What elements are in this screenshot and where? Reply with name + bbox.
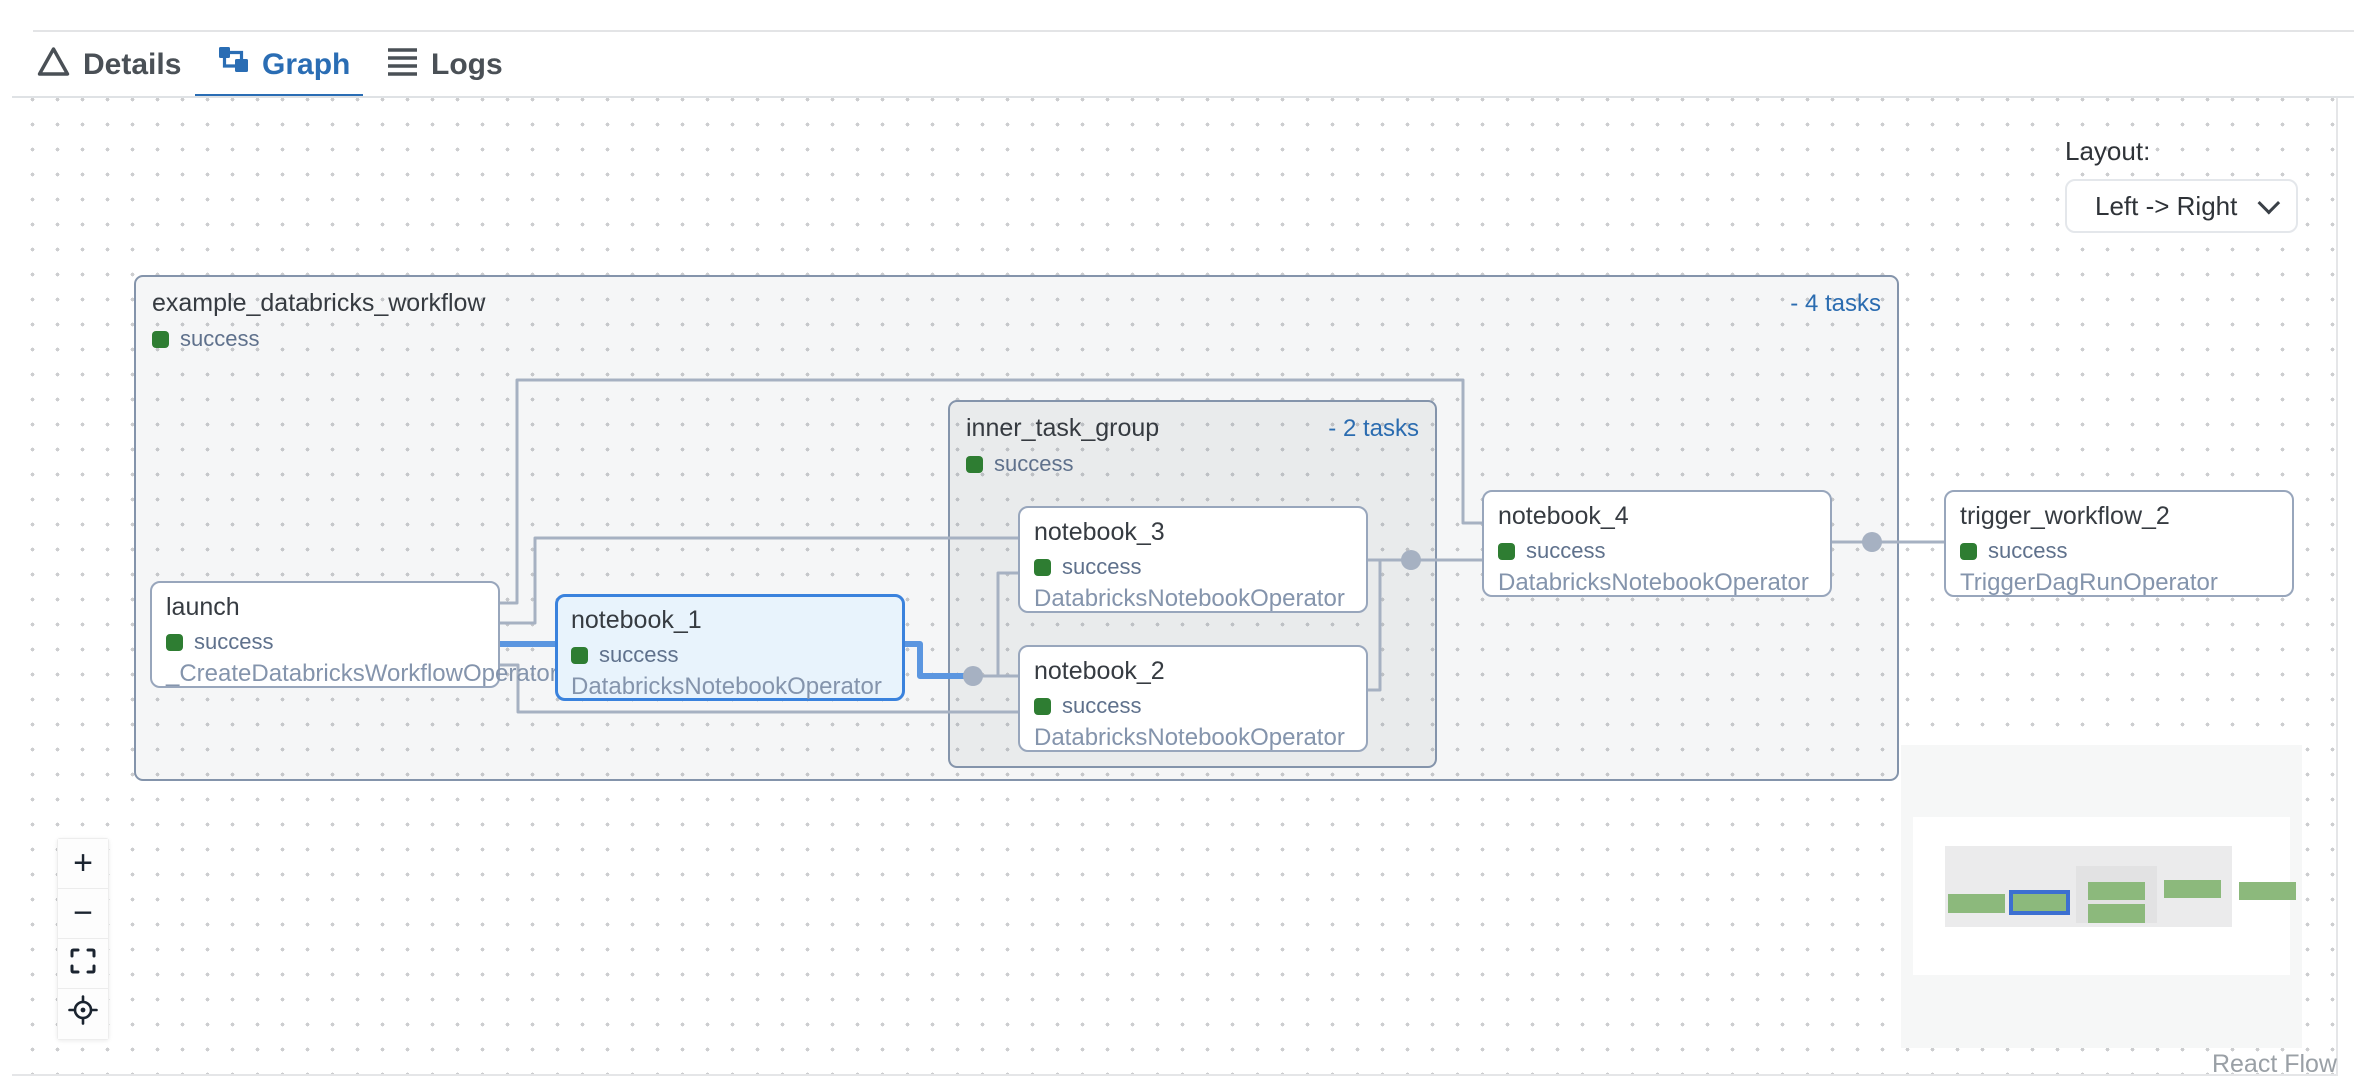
task-node-launch[interactable]: launch success _CreateDatabricksWorkflow… xyxy=(150,581,558,688)
task-node-trigger_workflow_2[interactable]: trigger_workflow_2 success TriggerDagRun… xyxy=(1944,490,2294,597)
tab-logs[interactable]: Logs xyxy=(387,38,503,92)
layout-label: Layout: xyxy=(2065,136,2151,166)
success-status-icon xyxy=(1960,542,1977,560)
graph-canvas[interactable]: Layout: Left -> Right example_databricks… xyxy=(12,98,2338,1078)
minimap-node-launch xyxy=(1948,894,2005,913)
task-operator: DatabricksNotebookOperator xyxy=(571,673,882,700)
tab-label: Graph xyxy=(262,48,351,81)
layout-panel: Layout: Left -> Right xyxy=(2065,136,2311,233)
group-title: inner_task_group xyxy=(966,414,1160,442)
task-status: success xyxy=(1988,538,2068,563)
minimap-node-trigger_workflow_2 xyxy=(2239,882,2296,900)
minimap-node-notebook_4 xyxy=(2164,880,2221,898)
success-status-icon xyxy=(1498,542,1515,560)
task-title: notebook_1 xyxy=(571,606,702,634)
task-status: success xyxy=(1062,554,1142,579)
group-title: example_databricks_workflow xyxy=(152,289,486,317)
fit-view-button[interactable] xyxy=(58,939,108,989)
fit-view-icon xyxy=(70,944,96,983)
group-status: success xyxy=(180,326,260,351)
task-title: launch xyxy=(166,593,240,621)
react-flow-attribution: React Flow xyxy=(2211,1050,2337,1078)
task-node-notebook_4[interactable]: notebook_4 success DatabricksNotebookOpe… xyxy=(1482,490,1832,597)
success-status-icon xyxy=(966,455,983,473)
focus-button[interactable] xyxy=(58,989,108,1039)
task-node-notebook_2[interactable]: notebook_2 success DatabricksNotebookOpe… xyxy=(1018,645,1368,752)
top-divider xyxy=(33,30,2354,32)
task-status: success xyxy=(599,642,679,667)
task-operator: DatabricksNotebookOperator xyxy=(1498,569,1809,596)
task-title: notebook_2 xyxy=(1034,657,1165,685)
task-title: notebook_3 xyxy=(1034,518,1165,546)
task-node-notebook_1[interactable]: notebook_1 success DatabricksNotebookOpe… xyxy=(555,594,905,701)
task-operator: _CreateDatabricksWorkflowOperator xyxy=(166,660,558,687)
chevron-down-icon xyxy=(2257,191,2281,215)
success-status-icon xyxy=(1034,558,1051,576)
tabbar-divider xyxy=(12,96,2354,98)
focus-crosshair-icon xyxy=(68,994,98,1034)
task-title: trigger_workflow_2 xyxy=(1960,502,2170,530)
canvas-controls: + − xyxy=(57,838,109,1040)
minimap[interactable] xyxy=(1901,745,2302,1048)
tab-graph[interactable]: Graph xyxy=(218,38,350,92)
tab-label: Details xyxy=(83,48,182,81)
graph-icon xyxy=(218,46,249,85)
task-title: notebook_4 xyxy=(1498,502,1629,530)
minimap-node-notebook_2 xyxy=(2088,904,2145,923)
plus-icon: + xyxy=(73,844,93,882)
layout-direction-select[interactable]: Left -> Right xyxy=(2065,179,2298,233)
tab-label: Logs xyxy=(431,48,503,81)
warning-triangle-icon xyxy=(37,46,70,85)
success-status-icon xyxy=(152,330,169,348)
task-operator: DatabricksNotebookOperator xyxy=(1034,585,1345,612)
tab-details[interactable]: Details xyxy=(37,38,181,92)
group-status: success xyxy=(994,451,1074,476)
group-collapse-toggle[interactable]: - 4 tasks xyxy=(1790,290,1881,317)
minimap-node-notebook_3 xyxy=(2088,882,2145,900)
layout-selected-value: Left -> Right xyxy=(2095,190,2238,221)
task-operator: DatabricksNotebookOperator xyxy=(1034,724,1345,751)
task-status: success xyxy=(194,629,274,654)
minus-icon: − xyxy=(73,894,93,932)
success-status-icon xyxy=(166,633,183,651)
zoom-in-button[interactable]: + xyxy=(58,839,108,889)
group-collapse-toggle[interactable]: - 2 tasks xyxy=(1328,415,1419,442)
task-node-notebook_3[interactable]: notebook_3 success DatabricksNotebookOpe… xyxy=(1018,506,1368,613)
success-status-icon xyxy=(1034,697,1051,715)
zoom-out-button[interactable]: − xyxy=(58,889,108,939)
task-status: success xyxy=(1526,538,1606,563)
list-icon xyxy=(387,47,418,84)
success-status-icon xyxy=(571,646,588,664)
task-operator: TriggerDagRunOperator xyxy=(1960,569,2218,596)
task-status: success xyxy=(1062,693,1142,718)
minimap-node-notebook_1 xyxy=(2009,890,2070,915)
